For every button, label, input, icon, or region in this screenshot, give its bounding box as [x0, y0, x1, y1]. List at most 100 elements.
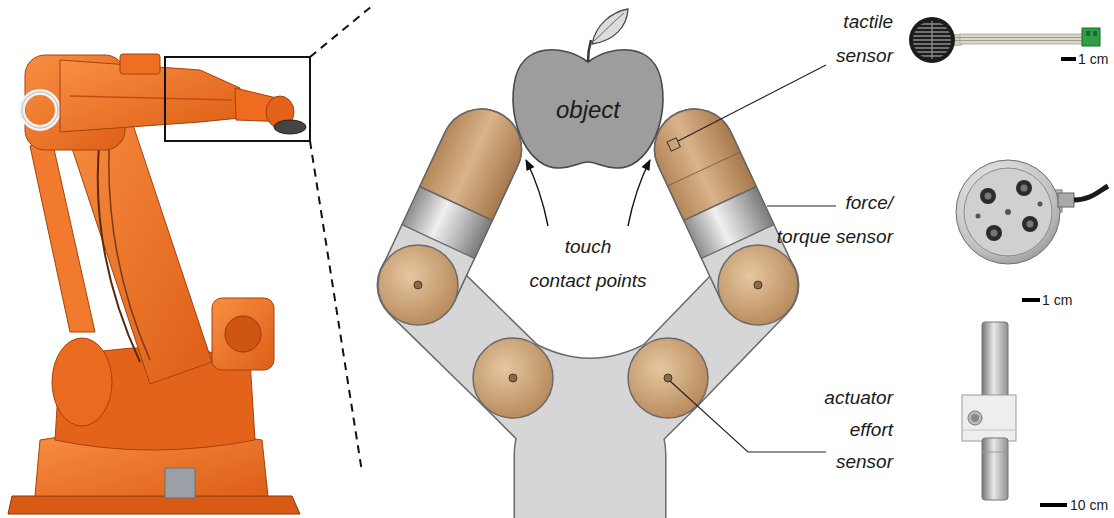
text-line: effort	[824, 414, 893, 446]
contact-label: touch contact points	[529, 230, 646, 298]
contact-arrow	[526, 160, 548, 226]
text-line: tactile	[836, 5, 893, 39]
zoom-indicator	[310, 141, 362, 472]
force-torque-sensor-photo	[986, 225, 1002, 241]
force-torque-sensor-photo	[991, 230, 998, 237]
actuator-joint	[628, 338, 708, 418]
actuator-joint	[378, 245, 458, 325]
label-holder: touch contact points	[529, 230, 646, 298]
scale-bar	[1022, 57, 1076, 507]
label-holder: force/ torque sensor	[777, 186, 893, 254]
gripper-finger	[667, 138, 680, 151]
load-cell-photo	[971, 414, 979, 422]
actuator-joint	[664, 374, 672, 382]
text-line: sensor	[836, 39, 893, 73]
tactile-sensor-photo	[1093, 31, 1097, 36]
scale-bar	[1022, 298, 1040, 302]
scale-label: 1 cm	[1078, 51, 1108, 67]
zoom-indicator	[310, 6, 372, 57]
leader-line	[767, 205, 836, 206]
tactile-sensor-photo	[945, 37, 1084, 38]
load-cell-photo	[968, 411, 982, 425]
robot-arm	[274, 120, 306, 134]
zoom-indicator	[165, 6, 372, 472]
tactile-sensor-photo	[1086, 31, 1090, 36]
leader-line	[678, 65, 826, 141]
contact-arrow	[526, 160, 650, 226]
force-torque-sensor-photo	[1058, 193, 1074, 207]
contact-arrow	[628, 160, 650, 226]
object-shape: object	[508, 36, 668, 172]
text-line: 10 cm	[1070, 497, 1108, 513]
actuator-joint	[754, 281, 762, 289]
robot-arm	[52, 338, 112, 426]
leader-line	[670, 65, 836, 452]
robot-arm	[22, 92, 58, 128]
force-torque-sensor-photo	[1016, 180, 1032, 196]
node-text: object	[556, 96, 620, 124]
label-holder: tactile sensor	[836, 5, 893, 73]
load-cell-photo	[982, 452, 1008, 453]
force-torque-sensor-photo	[956, 160, 1108, 264]
robot-arm	[70, 96, 232, 100]
tactile-sensor-photo	[912, 20, 952, 60]
label-holder: 1 cm	[1078, 51, 1108, 67]
leader-line	[670, 381, 826, 452]
label-holder: actuator effort sensor	[824, 382, 893, 478]
tactile-sensor-photo	[909, 17, 1100, 63]
load-cell-photo	[962, 430, 1016, 431]
text-line: 1 cm	[1042, 292, 1072, 308]
robot-arm	[212, 298, 274, 370]
gripper-body-outline	[418, 285, 758, 518]
zoom-indicator	[165, 57, 310, 141]
apple-leaf	[592, 9, 628, 44]
sensor-label: tactile sensor	[836, 5, 893, 73]
robot-arm	[98, 135, 140, 362]
force-torque-sensor-photo	[1038, 202, 1043, 207]
text-line: contact points	[529, 264, 646, 298]
force-torque-sensor-photo	[1021, 185, 1028, 192]
load-cell-photo	[982, 438, 1008, 500]
robot-arm	[22, 92, 58, 128]
gripper-finger	[668, 152, 741, 186]
text-line: 1 cm	[1078, 51, 1108, 67]
scale-label: 10 cm	[1070, 497, 1108, 513]
text-line: sensor	[824, 446, 893, 478]
apple-stem	[588, 40, 591, 62]
force-torque-sensor-photo	[964, 168, 1052, 256]
load-cell-photo	[982, 322, 1008, 398]
load-cell-photo	[962, 395, 1016, 441]
robot-arm	[225, 316, 261, 352]
robot-arm	[165, 468, 195, 498]
load-cell-photo	[962, 322, 1016, 500]
force-torque-sensor-photo	[976, 214, 981, 219]
scale-bar	[1061, 57, 1076, 61]
force-torque-sensor-photo	[985, 193, 992, 200]
force-torque-sensor-photo	[1074, 186, 1108, 200]
scale-label: 1 cm	[1042, 292, 1072, 308]
gripper-body	[418, 285, 758, 518]
scale-bar	[1040, 503, 1067, 507]
tactile-sensor-photo	[931, 20, 932, 60]
robot-arm	[8, 54, 306, 514]
tactile-sensor-photo	[945, 40, 1084, 41]
force-torque-sensor-photo	[1005, 209, 1011, 215]
robot-arm	[109, 130, 150, 360]
text-line: torque sensor	[777, 220, 893, 254]
actuator-joint	[378, 245, 798, 418]
force-torque-sensor-photo	[1022, 216, 1038, 232]
label-holder: 10 cm	[1070, 497, 1108, 513]
actuator-joint	[473, 338, 553, 418]
actuator-joint	[718, 245, 798, 325]
force-torque-sensor-photo	[1027, 221, 1034, 228]
force-torque-sensor-photo	[980, 188, 996, 204]
force-torque-sensor-photo	[956, 160, 1060, 264]
robot-arm	[8, 496, 300, 514]
sensor-label: force/ torque sensor	[777, 186, 893, 254]
tactile-sensor-photo	[960, 34, 1084, 44]
sensor-label: actuator effort sensor	[824, 382, 893, 478]
text-line: touch	[529, 230, 646, 264]
text-line: actuator	[824, 382, 893, 414]
tactile-sensor-photo	[909, 17, 955, 63]
